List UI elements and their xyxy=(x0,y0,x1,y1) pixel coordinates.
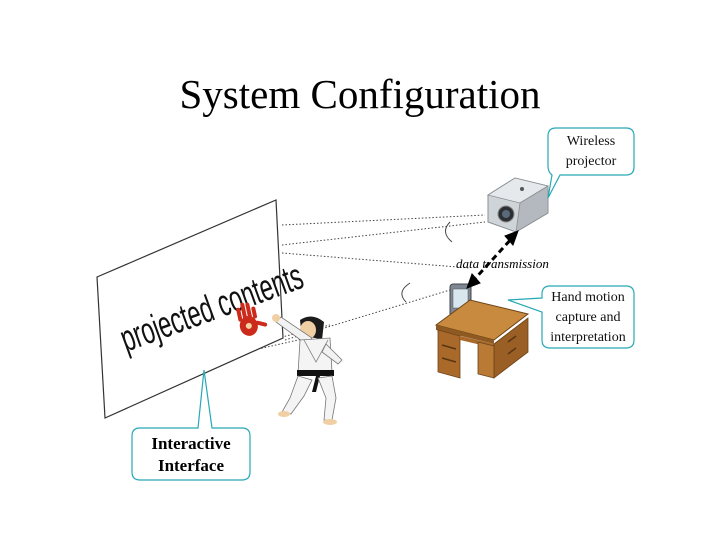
beam-top-2 xyxy=(281,221,486,246)
screen-panel xyxy=(96,199,284,419)
callout-interactive xyxy=(131,369,251,481)
hand-icon xyxy=(236,302,268,336)
callout-hand-motion xyxy=(507,285,635,349)
callout-hand-motion-line3: interpretation xyxy=(550,330,626,345)
desk-icon xyxy=(434,299,530,379)
callout-projector-line2: projector xyxy=(565,154,617,169)
beam-arc-2 xyxy=(401,282,411,303)
beam-top xyxy=(281,214,486,226)
callout-projector-line1: Wireless xyxy=(566,134,616,149)
callout-interactive-line2: Interface xyxy=(157,456,225,475)
beam-mid xyxy=(281,252,471,269)
callout-hand-motion-text: Hand motion capture and interpretation xyxy=(542,288,634,348)
callout-hand-motion-line2: capture and xyxy=(555,310,621,325)
data-transmission-label: data transmission xyxy=(456,256,549,271)
callout-interactive-text: Interactive Interface xyxy=(132,433,250,477)
projector-icon xyxy=(486,177,550,233)
data-transmission-arrow xyxy=(466,230,519,289)
slide-title: System Configuration xyxy=(179,71,541,117)
callout-hand-motion-line1: Hand motion xyxy=(551,290,625,305)
callout-interactive-line1: Interactive xyxy=(151,434,231,453)
callout-projector xyxy=(547,127,635,199)
person-figure xyxy=(272,314,343,425)
beam-arc-1 xyxy=(445,221,453,243)
callout-projector-text: Wireless projector xyxy=(548,132,634,172)
beam-arcs xyxy=(401,221,453,303)
